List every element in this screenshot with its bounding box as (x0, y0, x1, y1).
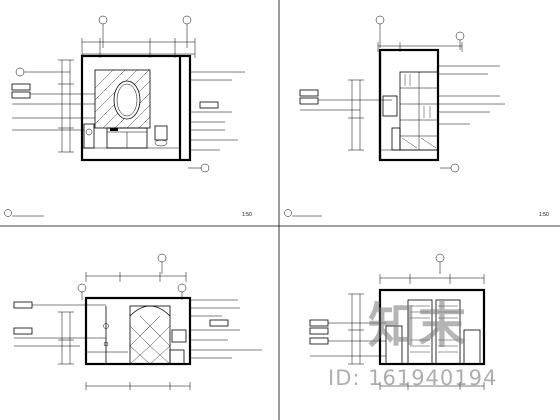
panel-1-scale: 1:50 (242, 212, 252, 218)
watermark-logo: 知末 (368, 298, 469, 354)
elevation-panel-1: 1:50 (4, 15, 252, 218)
elevation-panel-4 (309, 253, 486, 390)
watermark-id: ID: 161940194 (328, 366, 498, 390)
panel-2-scale: 1:50 (539, 212, 549, 218)
elevation-panel-2: 1:50 (284, 15, 549, 218)
elevation-panel-3 (13, 253, 262, 390)
